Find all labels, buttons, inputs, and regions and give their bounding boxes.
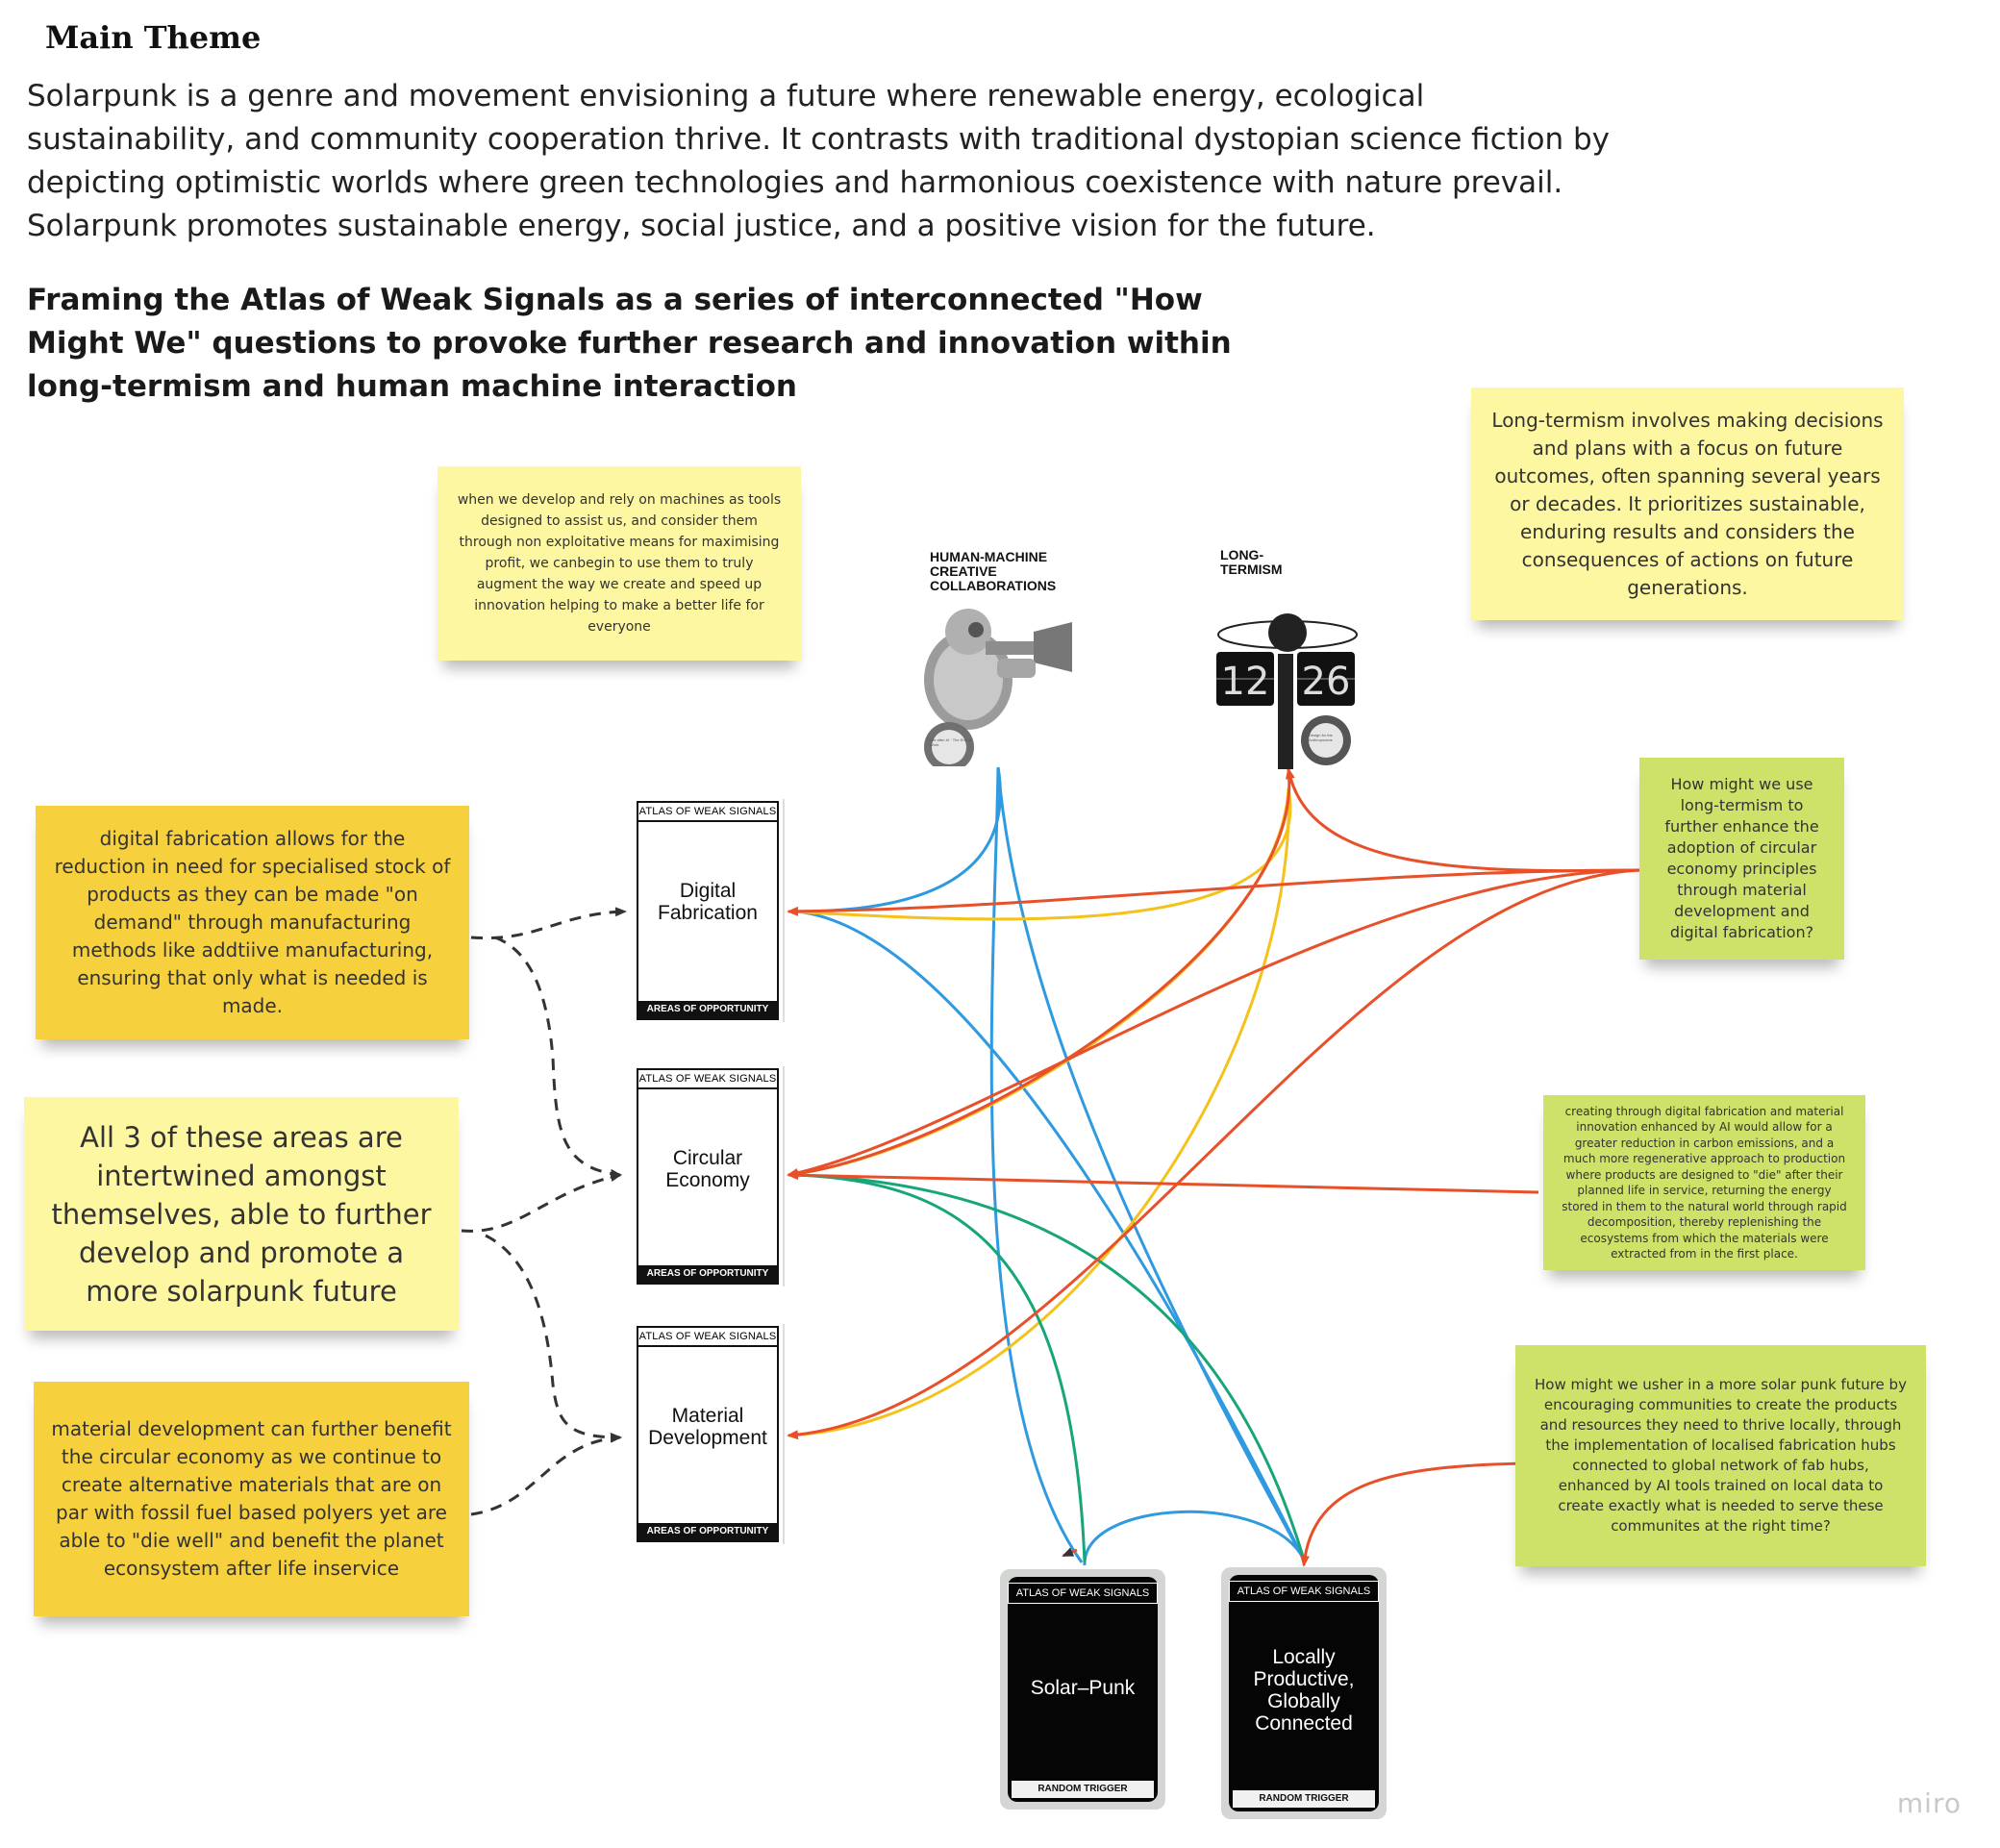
trigger-header: ATLAS OF WEAK SIGNALS [1229, 1581, 1379, 1602]
trigger-header: ATLAS OF WEAK SIGNALS [1008, 1583, 1158, 1604]
card-title: Circular Economy [665, 1147, 750, 1191]
miro-logo: miro [1896, 1787, 1962, 1819]
trigger-solar-punk[interactable]: ATLAS OF WEAK SIGNALS Solar–Punk RANDOM … [1000, 1569, 1165, 1810]
yellow-lt-circular [788, 787, 1290, 1177]
blue-digital-fab-locally [795, 910, 1306, 1561]
card-footer: AREAS OF OPPORTUNITY [638, 1265, 777, 1283]
note-regenerative[interactable]: creating through digital fabrication and… [1543, 1095, 1865, 1270]
blue-hmc-digital-fab [795, 766, 1002, 913]
note-long-termism[interactable]: Long-termism involves making decisions a… [1471, 387, 1904, 620]
trigger-footer: RANDOM TRIGGER [1233, 1790, 1375, 1808]
blue-hmc-solarpunk [989, 766, 1084, 1563]
card-header: ATLAS OF WEAK SIGNALS [638, 1070, 777, 1089]
trigger-footer: RANDOM TRIGGER [1012, 1781, 1154, 1798]
orange-hmw-lt [1285, 767, 1640, 873]
orange-regen-circular [787, 1170, 1539, 1194]
card-title: Material Development [648, 1405, 767, 1449]
trigger-title: Locally Productive, Globally Connected [1253, 1646, 1355, 1735]
note-material-development[interactable]: material development can further benefit… [34, 1382, 469, 1616]
note-hmw-local[interactable]: How might we usher in a more solar punk … [1515, 1345, 1926, 1566]
orange-hmw-circular [787, 868, 1640, 1178]
flip-clock-icon: 12 26 [1216, 613, 1358, 769]
note-digital-fabrication[interactable]: digital fabrication allows for the reduc… [36, 806, 469, 1039]
framing-heading: Framing the Atlas of Weak Signals as a s… [27, 283, 1232, 404]
card-material-development[interactable]: ATLAS OF WEAK SIGNALS Material Developme… [637, 1324, 785, 1544]
blue-lines [795, 766, 1306, 1566]
card-circular-economy[interactable]: ATLAS OF WEAK SIGNALS Circular Economy A… [637, 1066, 785, 1286]
trigger-locally-productive[interactable]: ATLAS OF WEAK SIGNALS Locally Productive… [1221, 1567, 1387, 1819]
card-title: Digital Fabrication [658, 880, 758, 924]
note-intertwined[interactable]: All 3 of these areas are intertwined amo… [24, 1097, 459, 1331]
human-machine-card[interactable]: HUMAN-MACHINE CREATIVE COLLABORATIONS Li… [918, 531, 1077, 766]
green-circular-solarpunk [797, 1173, 1087, 1563]
card-header: ATLAS OF WEAK SIGNALS [638, 803, 777, 822]
dashed-arrow-intertwined-material [485, 1234, 622, 1442]
dashed-arrow-digital-fab [470, 907, 627, 940]
orange-local-locally [1300, 1461, 1525, 1567]
orange-lines [787, 767, 1640, 1567]
clock-minute: 26 [1302, 660, 1351, 704]
robot-trumpet-icon [924, 609, 1072, 766]
long-termism-badge-text: Design for the Anthropocene [1309, 733, 1333, 742]
dashed-arrow-intertwined-circular [461, 1172, 622, 1233]
dashed-arrow-digital-fab-to-circular [494, 936, 622, 1179]
human-machine-badge-text: Life after AI · The End of Work [930, 737, 972, 747]
dashed-arrows [461, 907, 627, 1516]
yellow-lt-digital-fab [788, 787, 1292, 921]
orange-hmw-material [787, 868, 1640, 1440]
clock-hour: 12 [1221, 660, 1270, 704]
trigger-title: Solar–Punk [1030, 1677, 1136, 1699]
orange-hmw-digital-fab [787, 868, 1640, 916]
main-theme-heading: Main Theme [45, 19, 262, 56]
blue-hmc-locally [996, 766, 1305, 1559]
card-footer: AREAS OF OPPORTUNITY [638, 1001, 777, 1018]
card-header: ATLAS OF WEAK SIGNALS [638, 1328, 777, 1347]
note-hmw-circular-economy[interactable]: How might we use long-termism to further… [1639, 758, 1844, 960]
intro-paragraph: Solarpunk is a genre and movement envisi… [27, 79, 1610, 243]
orange-lt-circular [788, 768, 1291, 1177]
yellow-lines [788, 787, 1292, 1437]
dashed-arrow-material-circular [470, 1433, 622, 1516]
green-circular-locally [797, 1173, 1306, 1561]
yellow-lt-material [788, 787, 1290, 1437]
green-lines [797, 1173, 1306, 1563]
human-machine-title: HUMAN-MACHINE CREATIVE COLLABORATIONS [930, 549, 1057, 593]
orange-arrowhead-solarpunk [1062, 1547, 1078, 1558]
card-digital-fabrication[interactable]: ATLAS OF WEAK SIGNALS Digital Fabricatio… [637, 799, 785, 1022]
note-machines[interactable]: when we develop and rely on machines as … [438, 466, 801, 661]
long-termism-card[interactable]: LONG- TERMISM 12 26 Design for the Anthr… [1209, 529, 1367, 769]
blue-solarpunk-locally [1083, 1510, 1306, 1566]
long-termism-title: LONG- TERMISM [1220, 547, 1283, 577]
card-footer: AREAS OF OPPORTUNITY [638, 1523, 777, 1540]
